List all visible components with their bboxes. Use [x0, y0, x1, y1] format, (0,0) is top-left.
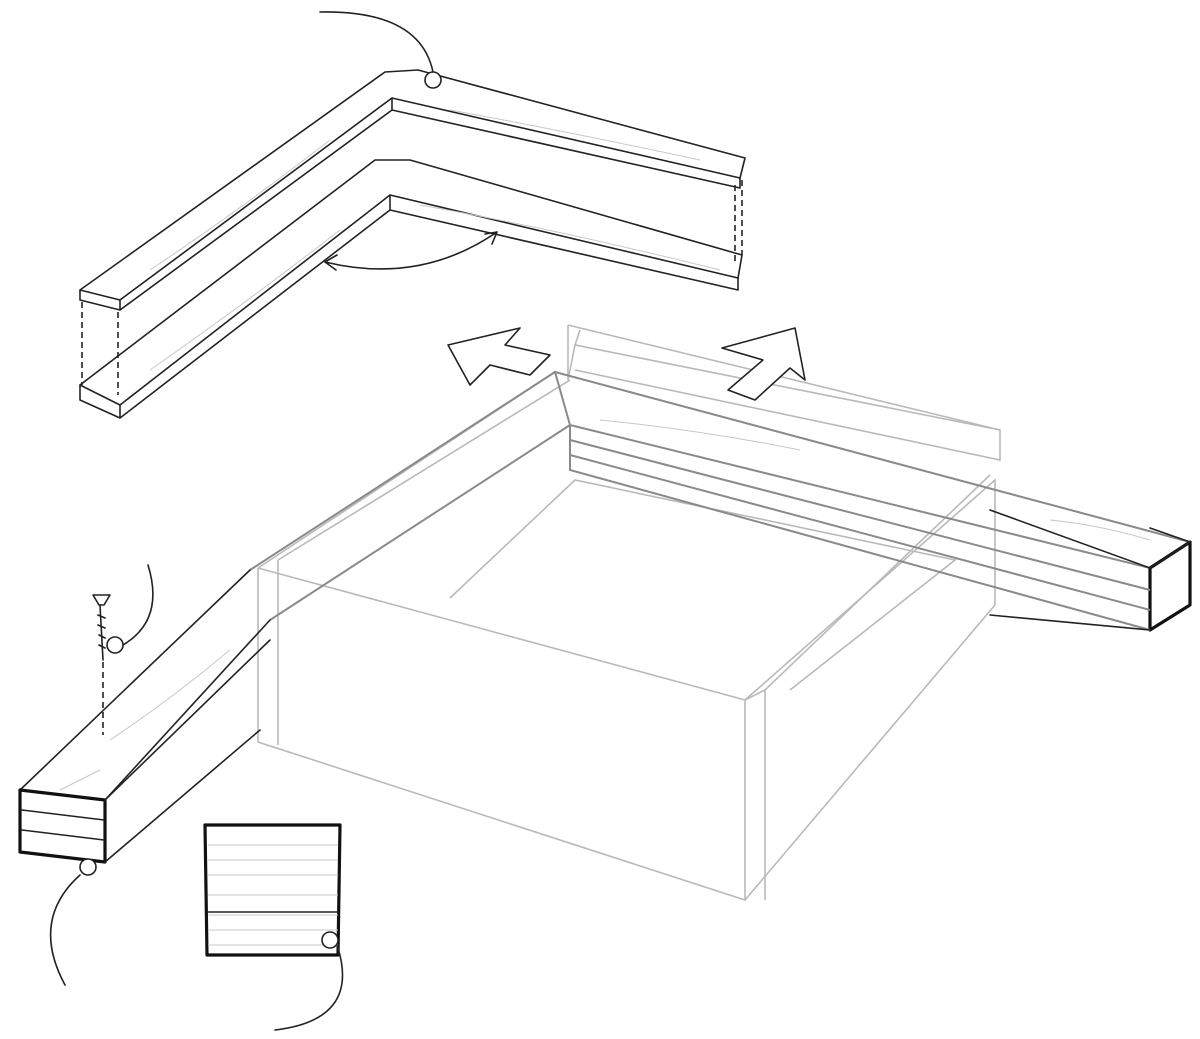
callout-circle-icon [79, 858, 97, 876]
top-l-frame-lower [79, 159, 743, 419]
callout-circle-icon [424, 71, 442, 89]
alignment-guides [81, 180, 743, 395]
screw-icon [92, 594, 111, 735]
right-board [553, 370, 1193, 632]
callouts [49, 11, 442, 1031]
left-board [18, 371, 571, 864]
block-arrow-right-icon [721, 327, 806, 401]
top-l-frame-upper [79, 69, 746, 311]
ghost-box [257, 324, 1001, 902]
end-grain-inset [203, 823, 342, 957]
callout-circle-icon [106, 636, 124, 654]
callout-circle-icon [321, 931, 339, 949]
block-arrow-left-icon [447, 327, 551, 386]
curved-arrow-icon [324, 231, 498, 271]
